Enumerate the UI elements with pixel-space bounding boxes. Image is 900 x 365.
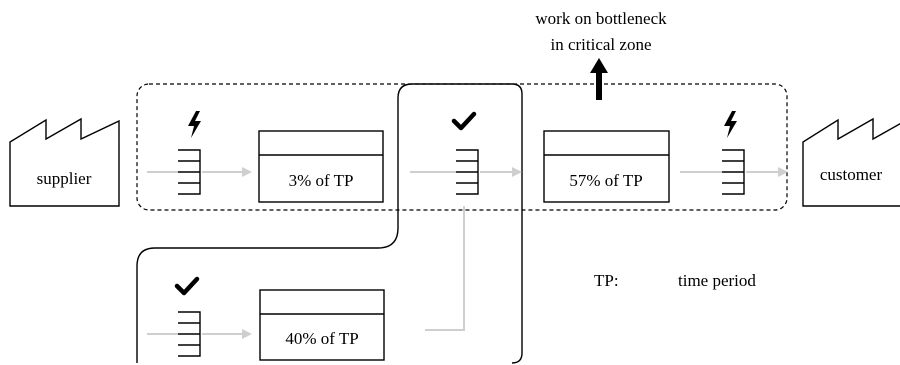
process-box: 57% of TP xyxy=(543,130,670,203)
inventory-buffer xyxy=(178,149,201,195)
customer-factory: customer xyxy=(802,117,900,207)
process-label: 3% of TP xyxy=(289,171,354,190)
lightning-icon xyxy=(188,111,201,138)
annotation-line-2: in critical zone xyxy=(550,35,651,54)
customer-label: customer xyxy=(820,165,883,184)
legend-abbreviation: TP: xyxy=(594,271,619,290)
supplier-factory: supplier xyxy=(9,117,120,207)
arrow-up-icon xyxy=(590,58,608,100)
process-label: 57% of TP xyxy=(569,171,642,190)
annotation-line-1: work on bottleneck xyxy=(535,9,667,28)
inventory-buffer xyxy=(178,311,201,357)
process-box: 40% of TP xyxy=(259,289,385,361)
process-box: 3% of TP xyxy=(258,130,384,203)
checkmark-icon xyxy=(174,276,200,296)
lightning-icon xyxy=(724,111,737,138)
bottleneck-path-boundary xyxy=(136,83,523,364)
legend-meaning: time period xyxy=(678,271,756,290)
checkmark-icon xyxy=(451,111,477,131)
flow-connector xyxy=(425,206,465,331)
process-label: 40% of TP xyxy=(285,329,358,348)
supplier-label: supplier xyxy=(37,169,92,188)
critical-zone-boundary xyxy=(136,83,788,211)
inventory-buffer xyxy=(456,149,479,195)
inventory-buffer xyxy=(722,149,745,195)
